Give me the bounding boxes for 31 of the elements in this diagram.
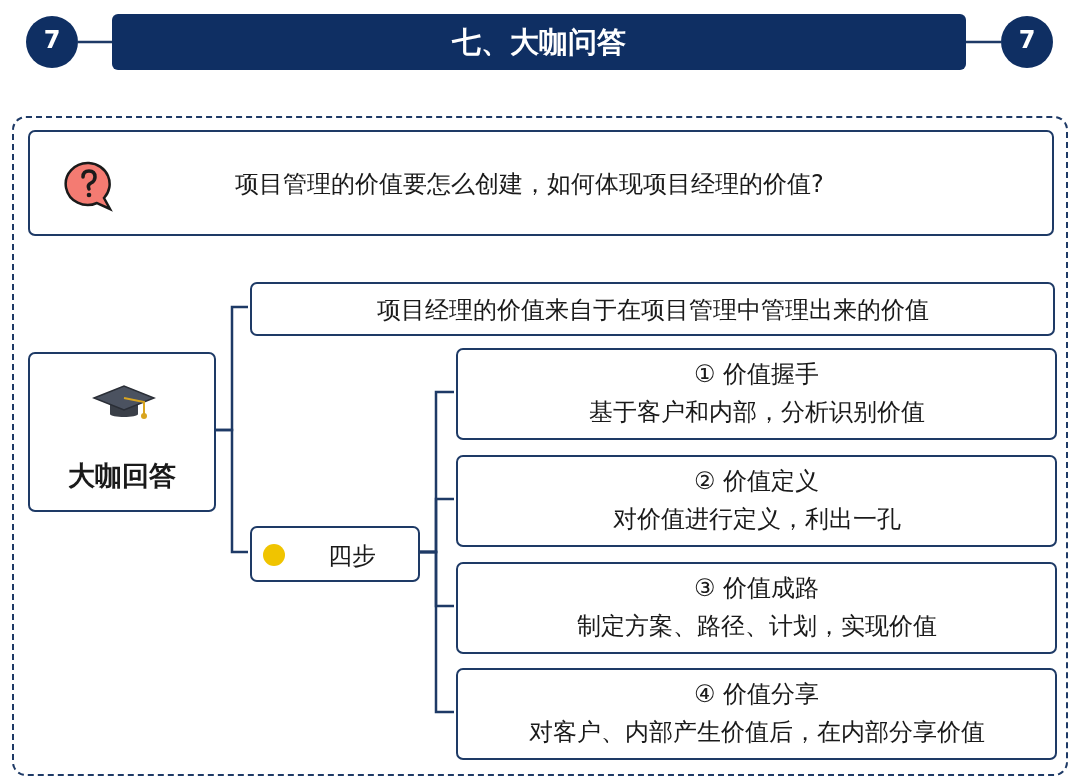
step-heading: ④ 价值分享 xyxy=(692,679,821,710)
step-heading: ③ 价值成路 xyxy=(692,573,821,604)
step-box xyxy=(456,455,1057,547)
answer-label: 大咖回答 xyxy=(67,459,177,493)
answer-box xyxy=(28,352,216,512)
question-text: 项目管理的价值要怎么创建，如何体现项目经理的价值? xyxy=(235,169,824,200)
topic-box xyxy=(250,526,420,582)
number-badge xyxy=(26,16,78,68)
badge-number: 7 xyxy=(42,26,62,54)
bar-label: 七、大咖问答 xyxy=(450,24,627,61)
topic-text: 项目经理的价值来自于在项目管理中管理出来的价值 xyxy=(375,295,930,326)
step-box xyxy=(456,668,1057,760)
badge-number: 7 xyxy=(1017,26,1037,54)
step-description: 对价值进行定义，利出一孔 xyxy=(611,504,902,535)
dashed-frame xyxy=(12,116,1068,776)
step-description: 基于客户和内部，分析识别价值 xyxy=(587,397,926,428)
number-badge xyxy=(1001,16,1053,68)
connector-line xyxy=(78,40,112,44)
step-heading: ② 价值定义 xyxy=(692,466,821,497)
connector-line xyxy=(966,40,1001,44)
topic-text: 四步 xyxy=(328,541,376,572)
question-box xyxy=(28,130,1054,236)
step-box xyxy=(456,348,1057,440)
step-description: 对客户、内部产生价值后，在内部分享价值 xyxy=(527,717,986,748)
connector-line xyxy=(418,550,454,714)
topic-box xyxy=(250,282,1055,336)
step-box xyxy=(456,562,1057,654)
step-heading: ① 价值握手 xyxy=(692,359,821,390)
step-description: 制定方案、路径、计划，实现价值 xyxy=(575,611,938,642)
title-bar xyxy=(112,14,966,70)
connector-line xyxy=(214,428,248,554)
